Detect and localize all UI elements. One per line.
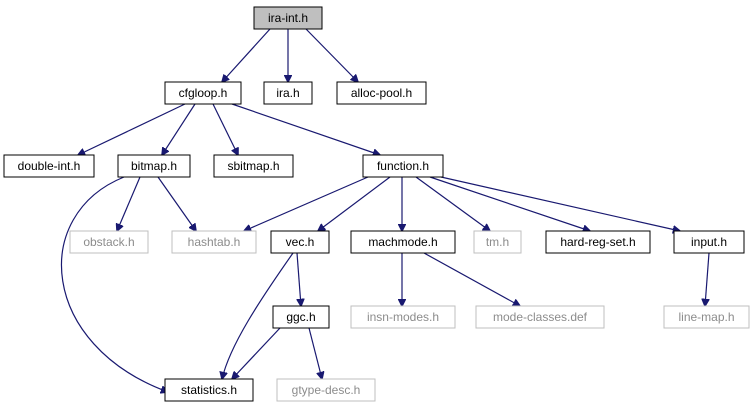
edge-machmode-to-mode-classes	[423, 252, 520, 306]
edge-ira-int-to-cfgloop	[222, 28, 271, 82]
edge-input-to-line-map	[705, 252, 710, 306]
node-sbitmap-box	[213, 154, 294, 178]
node-mode-classes-label: mode-classes.def	[493, 310, 588, 324]
node-vec-box	[270, 230, 330, 254]
node-ira-box	[263, 81, 313, 105]
node-ira-int-box	[253, 6, 323, 30]
node-hard-reg-set-box	[545, 230, 651, 254]
node-cfgloop-box	[164, 81, 242, 105]
node-cfgloop[interactable]: cfgloop.h	[164, 81, 242, 105]
node-bitmap-box	[117, 154, 191, 178]
node-line-map[interactable]: line-map.h	[663, 305, 750, 329]
node-statistics-label: statistics.h	[181, 383, 237, 397]
node-ira-int[interactable]: ira-int.h	[253, 6, 323, 30]
node-obstack-label: obstack.h	[83, 235, 134, 249]
node-input[interactable]: input.h	[673, 230, 745, 254]
edge-cfgloop-to-function	[231, 103, 380, 155]
node-insn-modes-label: insn-modes.h	[367, 310, 439, 324]
edge-cfgloop-to-sbitmap	[212, 103, 238, 155]
node-tm-label: tm.h	[486, 235, 509, 249]
node-alloc-pool[interactable]: alloc-pool.h	[336, 81, 427, 105]
edge-ggc-to-gtype-desc	[308, 327, 322, 379]
node-cfgloop-label: cfgloop.h	[179, 86, 228, 100]
node-ira-label: ira.h	[276, 86, 299, 100]
node-gtype-desc[interactable]: gtype-desc.h	[276, 378, 376, 402]
edge-bitmap-to-obstack	[117, 176, 141, 231]
edge-function-to-hard-reg-set	[429, 176, 590, 231]
node-tm-box	[473, 230, 522, 254]
node-mode-classes[interactable]: mode-classes.def	[475, 305, 605, 329]
node-input-label: input.h	[691, 235, 727, 249]
node-tm[interactable]: tm.h	[473, 230, 522, 254]
node-double-int-label: double-int.h	[18, 159, 81, 173]
node-hard-reg-set-label: hard-reg-set.h	[560, 235, 635, 249]
node-bitmap-label: bitmap.h	[131, 159, 177, 173]
edge-function-to-tm	[415, 176, 490, 231]
edge-ggc-to-statistics	[232, 327, 281, 379]
node-function-box	[362, 154, 444, 178]
node-hashtab-label: hashtab.h	[188, 235, 241, 249]
node-double-int-box	[3, 154, 95, 178]
edge-function-to-hashtab	[244, 176, 369, 231]
edge-function-to-input	[440, 176, 680, 231]
edge-cfgloop-to-bitmap	[162, 103, 196, 155]
node-machmode-label: machmode.h	[368, 235, 437, 249]
node-alloc-pool-box	[336, 81, 427, 105]
node-gtype-desc-box	[276, 378, 376, 402]
node-sbitmap-label: sbitmap.h	[227, 159, 279, 173]
node-vec[interactable]: vec.h	[270, 230, 330, 254]
edge-bitmap-to-statistics	[60, 176, 168, 392]
node-insn-modes-box	[350, 305, 456, 329]
node-vec-label: vec.h	[286, 235, 315, 249]
node-mode-classes-box	[475, 305, 605, 329]
node-sbitmap[interactable]: sbitmap.h	[213, 154, 294, 178]
edge-function-to-vec	[318, 176, 391, 231]
node-ggc-box	[272, 305, 330, 329]
node-machmode[interactable]: machmode.h	[350, 230, 456, 254]
node-function[interactable]: function.h	[362, 154, 444, 178]
edge-vec-to-statistics	[222, 252, 294, 379]
node-hashtab-box	[171, 230, 257, 254]
node-ira[interactable]: ira.h	[263, 81, 313, 105]
node-double-int[interactable]: double-int.h	[3, 154, 95, 178]
node-statistics-box	[164, 378, 254, 402]
node-insn-modes[interactable]: insn-modes.h	[350, 305, 456, 329]
node-alloc-pool-label: alloc-pool.h	[351, 86, 412, 100]
node-ira-int-label: ira-int.h	[268, 11, 308, 25]
edge-bitmap-to-hashtab	[157, 176, 196, 231]
edge-cfgloop-to-double-int	[78, 103, 186, 155]
node-input-box	[673, 230, 745, 254]
node-machmode-box	[350, 230, 456, 254]
node-function-label: function.h	[377, 159, 429, 173]
node-statistics[interactable]: statistics.h	[164, 378, 254, 402]
node-gtype-desc-label: gtype-desc.h	[292, 383, 361, 397]
node-obstack-box	[69, 230, 149, 254]
node-ggc-label: ggc.h	[286, 310, 315, 324]
node-obstack[interactable]: obstack.h	[69, 230, 149, 254]
node-hashtab[interactable]: hashtab.h	[171, 230, 257, 254]
node-line-map-label: line-map.h	[678, 310, 734, 324]
node-hard-reg-set[interactable]: hard-reg-set.h	[545, 230, 651, 254]
node-line-map-box	[663, 305, 750, 329]
edge-vec-to-ggc	[296, 252, 301, 306]
edge-ira-int-to-alloc-pool	[305, 28, 358, 82]
node-ggc[interactable]: ggc.h	[272, 305, 330, 329]
node-bitmap[interactable]: bitmap.h	[117, 154, 191, 178]
